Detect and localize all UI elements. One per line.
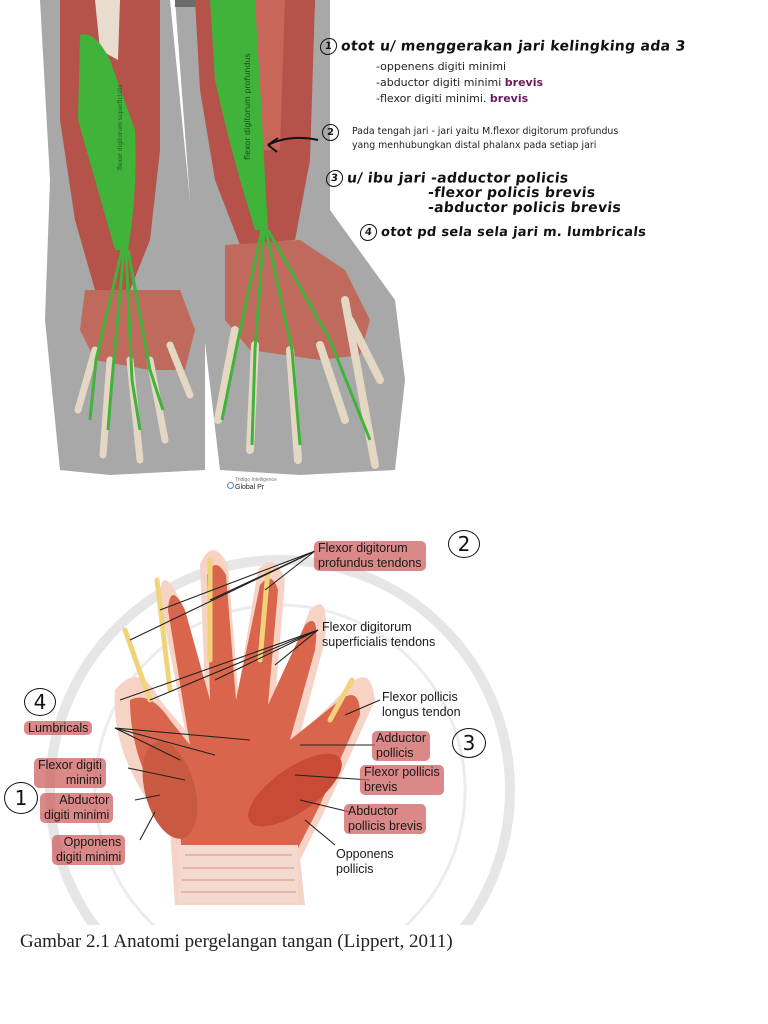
note-1-item-3-annotation: brevis <box>489 92 529 105</box>
note-2-line-2: yang menhubungkan distal phalanx pada se… <box>352 140 597 151</box>
note-1-item-3: -flexor digiti minimi. brevis <box>376 92 529 105</box>
note-1-number: 1 <box>319 38 338 55</box>
forearm-anatomy-image: flexor digitorum superficialis flexor di… <box>40 0 405 475</box>
note-3-item-3: -abductor policis brevis <box>427 200 622 216</box>
note-2-marker: 2 <box>322 122 343 141</box>
muscle-label-fds: flexor digitorum superficialis <box>117 84 124 170</box>
marker-1: 1 <box>4 782 38 814</box>
label-lumbricals: Lumbricals <box>24 721 93 735</box>
note-1-item-2-annotation: brevis <box>504 76 544 89</box>
figure-caption: Gambar 2.1 Anatomi pergelangan tangan (L… <box>20 931 453 952</box>
note-1-item-1: -oppenens digiti minimi <box>376 60 507 73</box>
watermark-org: Tridigo Intelligence <box>235 477 277 483</box>
note-1-item-2: -abductor digiti minimi brevis <box>376 76 544 89</box>
marker-4: 4 <box>24 688 56 716</box>
muscle-label-fdp: flexor digitorum profundus <box>243 53 252 160</box>
marker-3: 3 <box>452 728 486 758</box>
hand-anatomy-diagram <box>45 550 515 925</box>
app-watermark: Tridigo Intelligence Global Pr <box>226 476 356 492</box>
marker-2: 2 <box>448 530 480 558</box>
note-3-item-2: -flexor policis brevis <box>427 185 597 201</box>
note-2-line-1: Pada tengah jari - jari yaitu M.flexor d… <box>352 126 619 137</box>
watermark-brand: Global Pr <box>235 484 265 491</box>
globe-icon <box>227 482 234 489</box>
note-1-text: otot u/ menggerakan jari kelingking ada … <box>340 38 687 55</box>
